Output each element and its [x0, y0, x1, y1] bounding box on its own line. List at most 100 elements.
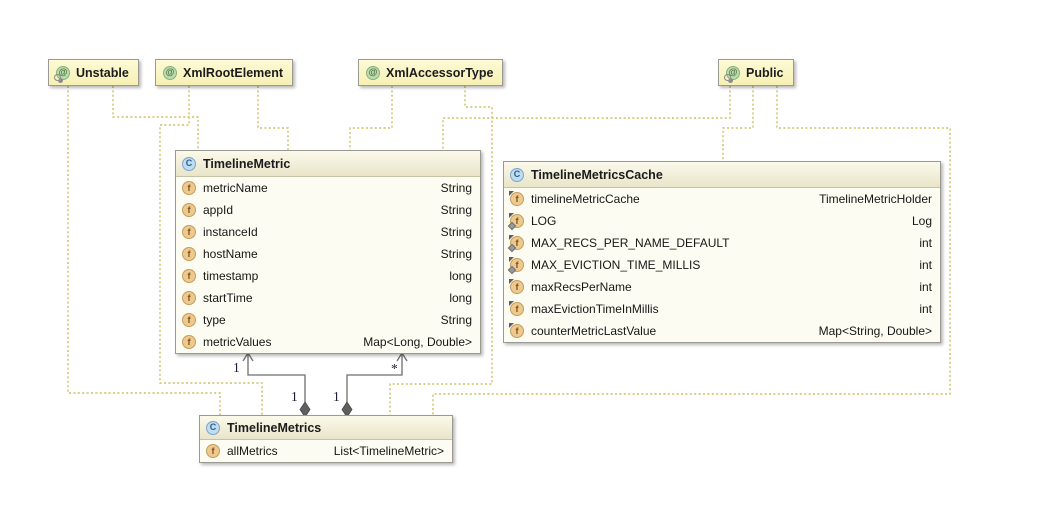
- field-type: List<TimelineMetric>: [333, 444, 444, 458]
- field-name: instanceId: [203, 225, 258, 239]
- field-icon: f: [182, 225, 196, 239]
- annotation-node-xmlaccessortype[interactable]: @ XmlAccessorType: [358, 59, 504, 86]
- edge-unstable-to-timelinemetric: [112, 86, 199, 150]
- field-type: String: [440, 247, 472, 261]
- field-row[interactable]: f type String: [176, 309, 480, 331]
- field-name: LOG: [531, 214, 557, 228]
- class-node-timelinemetrics[interactable]: C TimelineMetrics f allMetrics List<Time…: [199, 415, 453, 463]
- field-row[interactable]: f MAX_RECS_PER_NAME_DEFAULT int: [504, 232, 940, 254]
- field-icon-static-final: f: [509, 257, 524, 272]
- field-row[interactable]: f maxRecsPerName int: [504, 276, 940, 298]
- multiplicity-label: 1: [333, 389, 340, 404]
- annotation-label: Unstable: [76, 65, 129, 80]
- field-icon: f: [206, 444, 220, 458]
- field-icon: f: [182, 203, 196, 217]
- field-name: MAX_RECS_PER_NAME_DEFAULT: [531, 236, 730, 250]
- edge-xmlrootelement-to-timelinemetrics: [159, 86, 263, 415]
- field-row[interactable]: f metricName String: [176, 177, 480, 199]
- multiplicity-label: 1: [291, 389, 298, 404]
- field-type: Map<String, Double>: [818, 324, 932, 338]
- field-name: startTime: [203, 291, 253, 305]
- class-name: TimelineMetrics: [227, 420, 322, 435]
- annotation-label: Public: [746, 65, 784, 80]
- edge-aggregation-right: [346, 354, 403, 403]
- field-type: int: [919, 302, 932, 316]
- class-header[interactable]: C TimelineMetrics: [200, 416, 452, 440]
- field-row[interactable]: f allMetrics List<TimelineMetric>: [200, 440, 452, 462]
- field-icon-static-final: f: [509, 213, 524, 228]
- field-type: int: [919, 258, 932, 272]
- field-type: long: [449, 291, 472, 305]
- annotation-icon: @: [54, 65, 70, 81]
- edge-public-to-timelinemetric: [442, 86, 731, 150]
- annotation-icon: @: [163, 65, 177, 80]
- class-node-timelinemetric[interactable]: C TimelineMetric f metricName String f a…: [175, 150, 481, 354]
- edge-xmlrootelement-to-timelinemetric: [257, 86, 289, 150]
- field-type: int: [919, 280, 932, 294]
- field-row[interactable]: f MAX_EVICTION_TIME_MILLIS int: [504, 254, 940, 276]
- field-icon-static-final: f: [509, 235, 524, 250]
- edge-xmlaccessortype-to-timelinemetrics: [389, 86, 493, 415]
- field-type: TimelineMetricHolder: [819, 192, 932, 206]
- field-name: allMetrics: [227, 444, 278, 458]
- class-header[interactable]: C TimelineMetric: [176, 151, 480, 177]
- annotation-node-xmlrootelement[interactable]: @ XmlRootElement: [155, 59, 294, 86]
- field-icon-final: f: [509, 279, 524, 294]
- field-name: MAX_EVICTION_TIME_MILLIS: [531, 258, 701, 272]
- annotation-node-unstable[interactable]: @ Unstable: [48, 59, 139, 86]
- edge-public-to-timelinemetricscache: [722, 86, 754, 161]
- class-node-timelinemetricscache[interactable]: C TimelineMetricsCache f timelineMetricC…: [503, 161, 941, 343]
- field-row[interactable]: f timestamp long: [176, 265, 480, 287]
- field-icon: f: [182, 291, 196, 305]
- class-icon: C: [182, 156, 196, 171]
- field-row[interactable]: f LOG Log: [504, 210, 940, 232]
- field-icon: f: [182, 247, 196, 261]
- field-name: hostName: [203, 247, 258, 261]
- field-row[interactable]: f hostName String: [176, 243, 480, 265]
- field-row[interactable]: f appId String: [176, 199, 480, 221]
- field-icon-final: f: [509, 191, 524, 206]
- field-row[interactable]: f metricValues Map<Long, Double>: [176, 331, 480, 353]
- field-type: int: [919, 236, 932, 250]
- field-type: Log: [911, 214, 932, 228]
- field-type: String: [440, 203, 472, 217]
- field-icon-final: f: [509, 301, 524, 316]
- field-row[interactable]: f counterMetricLastValue Map<String, Dou…: [504, 320, 940, 342]
- edge-xmlaccessortype-to-timelinemetric: [349, 86, 393, 150]
- field-name: type: [203, 313, 226, 327]
- edge-public-to-timelinemetrics: [432, 86, 951, 415]
- field-icon: f: [182, 269, 196, 283]
- field-row[interactable]: f instanceId String: [176, 221, 480, 243]
- annotation-node-public[interactable]: @ Public: [718, 59, 794, 86]
- edge-aggregation-left: [247, 354, 306, 403]
- annotation-label: XmlAccessorType: [386, 65, 494, 80]
- field-icon: f: [182, 181, 196, 195]
- field-name: timestamp: [203, 269, 259, 283]
- class-name: TimelineMetric: [203, 156, 291, 171]
- field-row[interactable]: f startTime long: [176, 287, 480, 309]
- field-name: counterMetricLastValue: [531, 324, 657, 338]
- field-type: String: [440, 225, 472, 239]
- field-icon-final: f: [509, 323, 524, 338]
- multiplicity-label: 1: [233, 360, 240, 375]
- field-name: maxRecsPerName: [531, 280, 632, 294]
- field-type: long: [449, 269, 472, 283]
- class-icon: C: [510, 167, 524, 182]
- field-name: metricValues: [203, 335, 272, 349]
- annotation-label: XmlRootElement: [183, 65, 284, 80]
- edge-unstable-to-timelinemetrics: [67, 86, 221, 415]
- class-name: TimelineMetricsCache: [531, 167, 663, 182]
- field-row[interactable]: f maxEvictionTimeInMillis int: [504, 298, 940, 320]
- field-row[interactable]: f timelineMetricCache TimelineMetricHold…: [504, 188, 940, 210]
- multiplicity-label: *: [391, 361, 398, 376]
- annotation-icon: @: [366, 65, 380, 80]
- field-type: String: [440, 313, 472, 327]
- class-header[interactable]: C TimelineMetricsCache: [504, 162, 940, 188]
- annotation-icon: @: [724, 65, 740, 81]
- class-icon: C: [206, 420, 220, 435]
- field-name: timelineMetricCache: [531, 192, 640, 206]
- field-icon: f: [182, 313, 196, 327]
- field-name: maxEvictionTimeInMillis: [531, 302, 659, 316]
